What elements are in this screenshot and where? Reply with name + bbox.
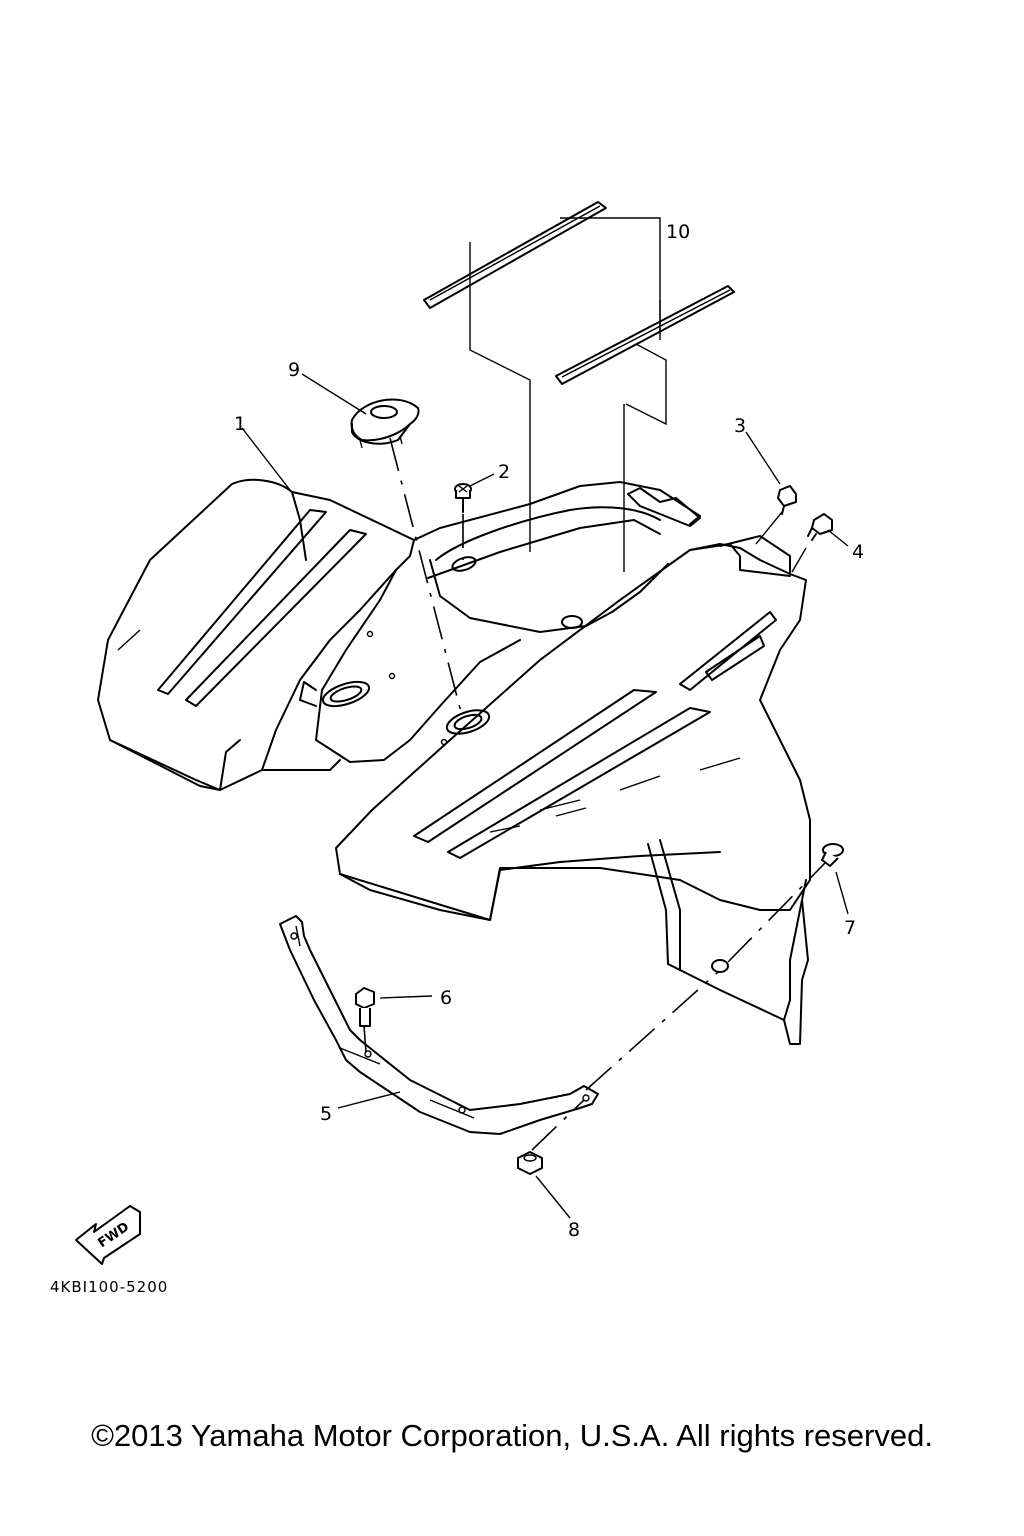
assembly-lines	[363, 437, 827, 1151]
part-3-screw[interactable]	[777, 485, 797, 515]
part-2-screw[interactable]	[454, 483, 472, 513]
part-10-leader	[469, 217, 667, 572]
part-10-strip-right[interactable]	[555, 285, 735, 385]
fwd-arrow-icon: FWD	[75, 1205, 141, 1265]
part-9-cap-cover[interactable]	[350, 398, 420, 449]
callout-5: 5	[320, 1103, 332, 1125]
callout-7: 7	[844, 917, 856, 939]
callout-1: 1	[234, 413, 246, 435]
part-4-bolt[interactable]	[807, 513, 833, 541]
part-5-fender-stay[interactable]	[279, 915, 599, 1135]
callout-3: 3	[734, 415, 746, 437]
callouts: 10 9 1 2 3 4 7 6 5 8	[234, 221, 864, 1241]
leader-lines	[241, 373, 849, 1219]
callout-9: 9	[288, 359, 300, 381]
copyright-text: ©2013 Yamaha Motor Corporation, U.S.A. A…	[91, 1418, 933, 1453]
callout-2: 2	[498, 461, 510, 483]
callout-4: 4	[852, 541, 864, 563]
part-8-nut[interactable]	[517, 1151, 543, 1175]
callout-6: 6	[440, 987, 452, 1009]
part-1-front-fender[interactable]	[97, 478, 811, 1045]
callout-10: 10	[666, 221, 690, 243]
callout-8: 8	[568, 1219, 580, 1241]
part-6-bolt[interactable]	[355, 987, 375, 1027]
drawing-code: 4KBI100-5200	[50, 1278, 168, 1296]
